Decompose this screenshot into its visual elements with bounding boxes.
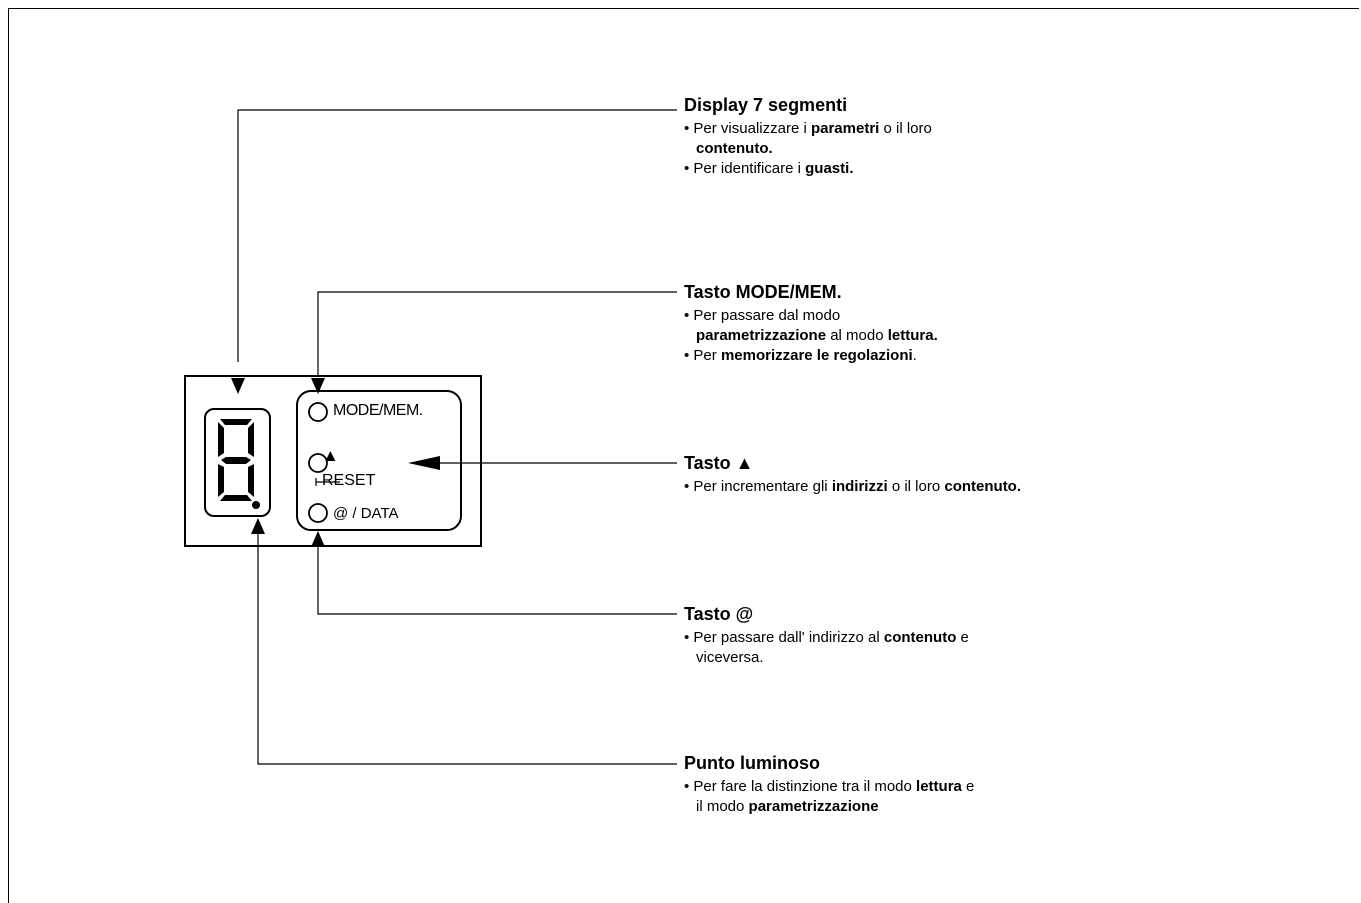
- arrowhead-up: [408, 456, 440, 470]
- up-key[interactable]: [308, 453, 328, 473]
- leader-display: [237, 109, 677, 362]
- page-frame: [8, 8, 1359, 903]
- key-panel: [296, 390, 462, 531]
- callout-dot: Punto luminoso • Per fare la distinzione…: [684, 752, 1204, 817]
- at-data-key[interactable]: [308, 503, 328, 523]
- callout-up-title: Tasto ▲: [684, 453, 754, 473]
- arrowhead-mode: [311, 378, 325, 394]
- leader-dot: [257, 533, 677, 765]
- arrowhead-display: [231, 378, 245, 394]
- device-body: [184, 375, 482, 547]
- leader-at: [317, 547, 677, 615]
- callout-at-title: Tasto @: [684, 604, 754, 624]
- callout-mode-title: Tasto MODE/MEM.: [684, 282, 842, 302]
- mode-key[interactable]: [308, 402, 328, 422]
- arrowhead-at: [311, 531, 325, 547]
- arrowhead-dot: [251, 518, 265, 534]
- seven-segment-window: [204, 408, 271, 517]
- mode-key-label: MODE/MEM.: [333, 402, 423, 419]
- callout-dot-title: Punto luminoso: [684, 753, 820, 773]
- callout-display-title: Display 7 segmenti: [684, 95, 848, 115]
- luminous-dot: [252, 501, 260, 509]
- reset-label: RESET: [322, 472, 376, 489]
- up-key-label: ▲: [322, 446, 339, 465]
- leader-mode: [317, 291, 677, 376]
- callout-display: Display 7 segmenti • Per visualizzare i …: [684, 94, 1204, 179]
- callout-mode: Tasto MODE/MEM. • Per passare dal modo p…: [684, 281, 1204, 366]
- callout-at: Tasto @ • Per passare dall' indirizzo al…: [684, 603, 1204, 668]
- seven-segment-digit: [218, 419, 254, 501]
- callout-up: Tasto ▲ • Per incrementare gli indirizzi…: [684, 452, 1284, 497]
- at-data-key-label: @ / DATA: [333, 505, 399, 522]
